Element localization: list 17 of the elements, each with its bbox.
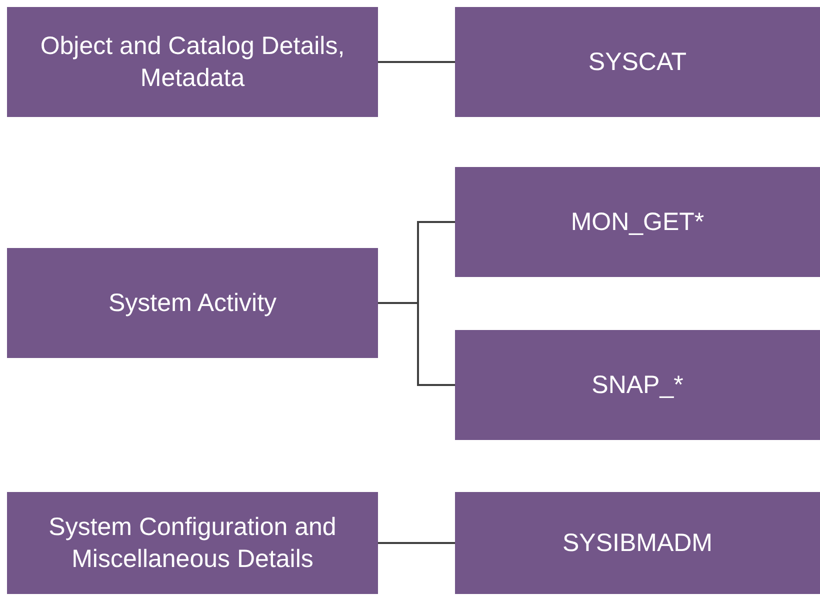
box-label: SYSIBMADM — [562, 528, 713, 559]
process-box — [7, 7, 378, 117]
process-box — [455, 492, 820, 594]
process-box — [455, 330, 820, 440]
connector-line — [378, 61, 455, 63]
process-box — [7, 492, 378, 594]
box-label: System Activity — [108, 288, 277, 319]
box-label: SYSCAT — [588, 46, 687, 78]
process-box — [7, 248, 378, 358]
connector-line — [378, 542, 455, 544]
box-label: System Configuration and Miscellaneous Details — [48, 512, 338, 575]
connector-line — [378, 302, 455, 386]
process-box — [455, 7, 820, 117]
box-label: MON_GET* — [570, 206, 704, 238]
process-box — [455, 167, 820, 277]
box-label: Object and Catalog Details, Metadata — [39, 30, 346, 94]
box-label: SNAP_* — [592, 370, 684, 401]
